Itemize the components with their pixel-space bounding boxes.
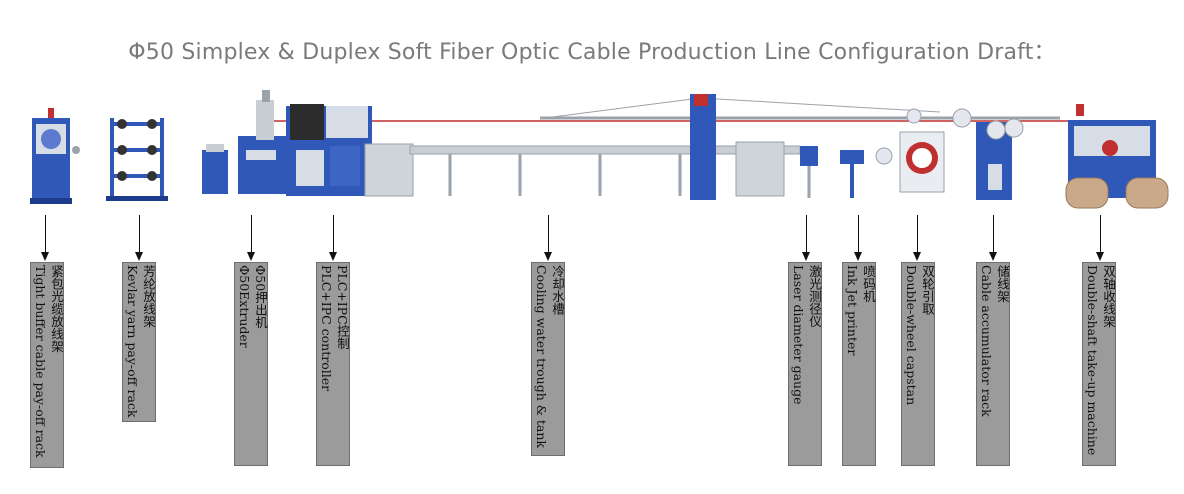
station-name-en: Kevlar yarn pay-off rack	[125, 265, 140, 418]
water-trough-icon	[364, 94, 801, 200]
pointer-arrow-line	[251, 215, 252, 259]
arrow-down-icon	[41, 252, 49, 261]
pointer-arrow-line	[993, 215, 994, 259]
pointer-arrow-line	[139, 215, 140, 259]
station-name-en: PLC+IPC controller	[319, 265, 334, 392]
pointer-arrow-line	[917, 215, 918, 259]
station-name-cn: 芳纶放线架	[141, 265, 156, 328]
station-name-cn: Φ50押出机	[253, 265, 268, 329]
pointer-arrow-line	[333, 215, 334, 259]
arrow-down-icon	[135, 252, 143, 261]
arrow-down-icon	[913, 252, 921, 261]
station-name-cn: 储线架	[995, 265, 1010, 303]
pointer-arrow-line	[858, 215, 859, 259]
pointer-arrow-line	[45, 215, 46, 259]
production-line-illustration	[30, 90, 1169, 209]
station-name-en: Laser diameter gauge	[791, 265, 806, 405]
kevlar-rack-icon	[106, 118, 168, 201]
arrow-down-icon	[854, 252, 862, 261]
arrow-down-icon	[989, 252, 997, 261]
extruder-icon	[202, 90, 288, 194]
station-name-cn: 冷却水槽	[550, 265, 565, 315]
arrow-down-icon	[1096, 252, 1104, 261]
ink-jet-icon	[840, 147, 893, 198]
controller-icon	[286, 104, 372, 196]
pointer-arrow-line	[548, 215, 549, 259]
station-name-cn: 激光测径仪	[807, 265, 822, 328]
station-name-cn: 双轮引取	[920, 265, 935, 315]
station-name-en: Cable accumulator rack	[979, 265, 994, 417]
capstan-icon	[899, 108, 945, 193]
station-name-en: Ink Jet printer	[845, 265, 860, 356]
arrow-down-icon	[802, 252, 810, 261]
pay-off-rack-icon	[30, 108, 80, 204]
station-name-en: Double-wheel capstan	[904, 265, 919, 406]
pointer-arrow-line	[1100, 215, 1101, 259]
pointer-arrow-line	[806, 215, 807, 259]
overhead-wire	[544, 97, 701, 119]
arrow-down-icon	[247, 252, 255, 261]
station-name-cn: 紧包光缆放线架	[49, 265, 64, 353]
station-name-en: Φ50Extruder	[237, 265, 252, 348]
station-name-cn: PLC+IPC控制	[335, 265, 350, 350]
station-name-cn: 喷码机	[861, 265, 876, 303]
station-name-en: Tight buffer cable pay-off rack	[33, 265, 48, 458]
laser-gauge-icon	[800, 146, 818, 198]
arrow-down-icon	[544, 252, 552, 261]
arrow-down-icon	[329, 252, 337, 261]
take-up-icon	[1065, 104, 1169, 209]
accumulator-icon	[952, 108, 1024, 200]
diagram-title: Φ50 Simplex & Duplex Soft Fiber Optic Ca…	[128, 40, 1056, 65]
overhead-wire	[699, 97, 941, 113]
station-name-en: Double-shaft take-up machine	[1085, 265, 1100, 456]
station-name-cn: 双轴收线架	[1101, 265, 1116, 328]
station-name-en: Cooling water trough & tank	[534, 265, 549, 448]
